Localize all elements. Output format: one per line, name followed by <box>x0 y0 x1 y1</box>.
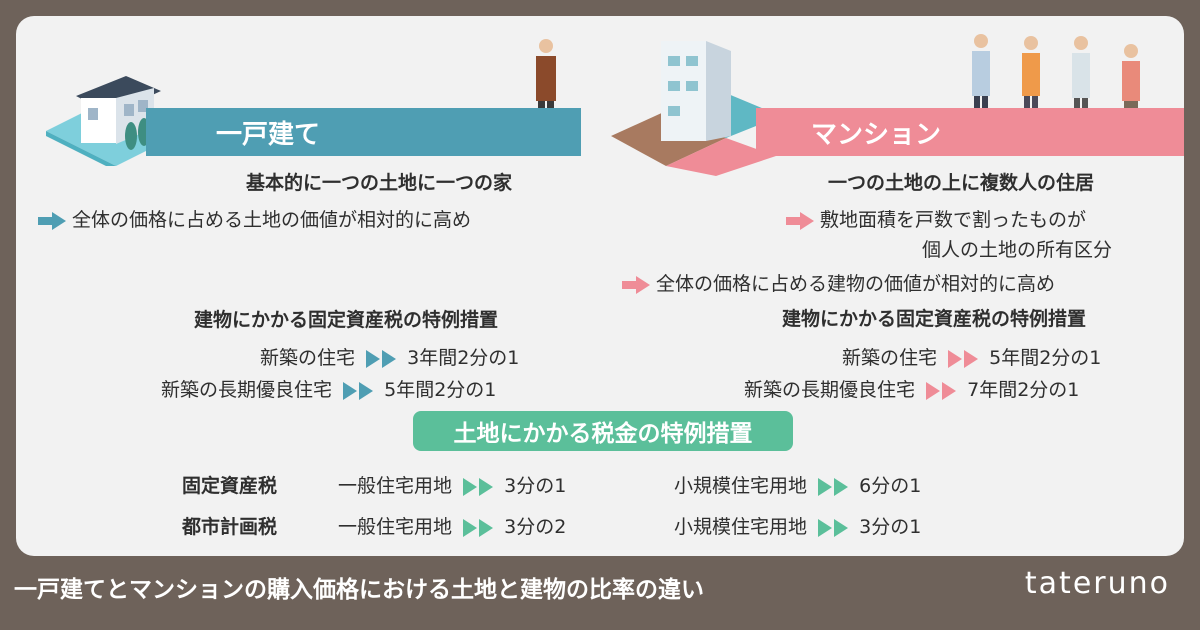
land-tax-title: 土地にかかる税金の特例措置 <box>413 411 793 451</box>
house-point-1: 全体の価格に占める土地の価値が相対的に高め <box>38 205 471 232</box>
land-tax-row-1-general: 一般住宅用地 3分の1 <box>338 471 566 498</box>
house-tax-row-1: 新築の住宅 3年間2分の1 <box>260 343 519 370</box>
land-tax-row-1-small: 小規模住宅用地 6分の1 <box>674 471 921 498</box>
double-triangle-icon <box>462 516 494 538</box>
house-point-1-text: 全体の価格に占める土地の価値が相対的に高め <box>72 209 472 231</box>
mansion-tax-row-1-value: 5年間2分の1 <box>989 347 1102 369</box>
land-tax-row-2-name: 都市計画税 <box>182 516 278 538</box>
mansion-point-2: 全体の価格に占める建物の価値が相対的に高め <box>622 269 1055 296</box>
double-triangle-icon <box>925 379 957 401</box>
house-tax-row-2-label: 新築の長期優良住宅 <box>161 379 333 401</box>
house-tax-heading: 建物にかかる固定資産税の特例措置 <box>194 309 499 331</box>
mansion-tax-row-1: 新築の住宅 5年間2分の1 <box>842 343 1101 370</box>
arrow-right-icon <box>622 275 650 294</box>
small-land-label: 小規模住宅用地 <box>674 516 808 538</box>
infographic-card: 一戸建て マンション 基本的に一つの土地に一つの家 全体の価格に占める土地の価値… <box>16 16 1184 556</box>
general-land-value: 3分の1 <box>504 475 567 497</box>
mansion-heading: 一つの土地の上に複数人の住居 <box>828 172 1095 194</box>
house-banner: 一戸建て <box>146 108 581 156</box>
brand-logo: tateruno <box>1024 566 1170 601</box>
mansion-tax-row-1-label: 新築の住宅 <box>842 347 938 369</box>
house-title: 一戸建て <box>216 119 321 150</box>
double-triangle-icon <box>817 516 849 538</box>
mansion-point-1-line-2: 個人の土地の所有区分 <box>922 239 1113 261</box>
small-land-value: 3分の1 <box>859 516 922 538</box>
arrow-right-icon <box>38 211 66 230</box>
mansion-point-2-text: 全体の価格に占める建物の価値が相対的に高め <box>656 273 1056 295</box>
general-land-value: 3分の2 <box>504 516 567 538</box>
mansion-tax-row-2-value: 7年間2分の1 <box>967 379 1080 401</box>
general-land-label: 一般住宅用地 <box>338 475 453 497</box>
land-tax-row-2-general: 一般住宅用地 3分の2 <box>338 512 566 539</box>
general-land-label: 一般住宅用地 <box>338 516 453 538</box>
land-tax-title-text: 土地にかかる税金の特例措置 <box>453 421 753 447</box>
house-tax-row-1-label: 新築の住宅 <box>260 347 356 369</box>
mansion-point-1: 敷地面積を戸数で割ったものが <box>786 205 1086 232</box>
small-land-value: 6分の1 <box>859 475 922 497</box>
double-triangle-icon <box>365 347 397 369</box>
double-triangle-icon <box>947 347 979 369</box>
small-land-label: 小規模住宅用地 <box>674 475 808 497</box>
double-triangle-icon <box>817 475 849 497</box>
house-tax-row-2: 新築の長期優良住宅 5年間2分の1 <box>161 375 496 402</box>
double-triangle-icon <box>342 379 374 401</box>
house-tax-row-1-value: 3年間2分の1 <box>407 347 520 369</box>
mansion-tax-row-2-label: 新築の長期優良住宅 <box>744 379 916 401</box>
house-tax-row-2-value: 5年間2分の1 <box>384 379 497 401</box>
double-triangle-icon <box>462 475 494 497</box>
land-tax-row-1-name: 固定資産税 <box>182 475 278 497</box>
mansion-tax-row-2: 新築の長期優良住宅 7年間2分の1 <box>744 375 1079 402</box>
land-tax-row-2-small: 小規模住宅用地 3分の1 <box>674 512 921 539</box>
mansion-tax-heading: 建物にかかる固定資産税の特例措置 <box>782 308 1087 330</box>
mansion-title: マンション <box>811 119 942 150</box>
mansion-point-1-line-1: 敷地面積を戸数で割ったものが <box>820 209 1087 231</box>
mansion-illustration <box>611 41 781 176</box>
arrow-right-icon <box>786 211 814 230</box>
house-heading: 基本的に一つの土地に一つの家 <box>246 172 513 194</box>
footer-caption: 一戸建てとマンションの購入価格における土地と建物の比率の違い <box>14 577 704 603</box>
mansion-banner: マンション <box>756 108 1184 156</box>
